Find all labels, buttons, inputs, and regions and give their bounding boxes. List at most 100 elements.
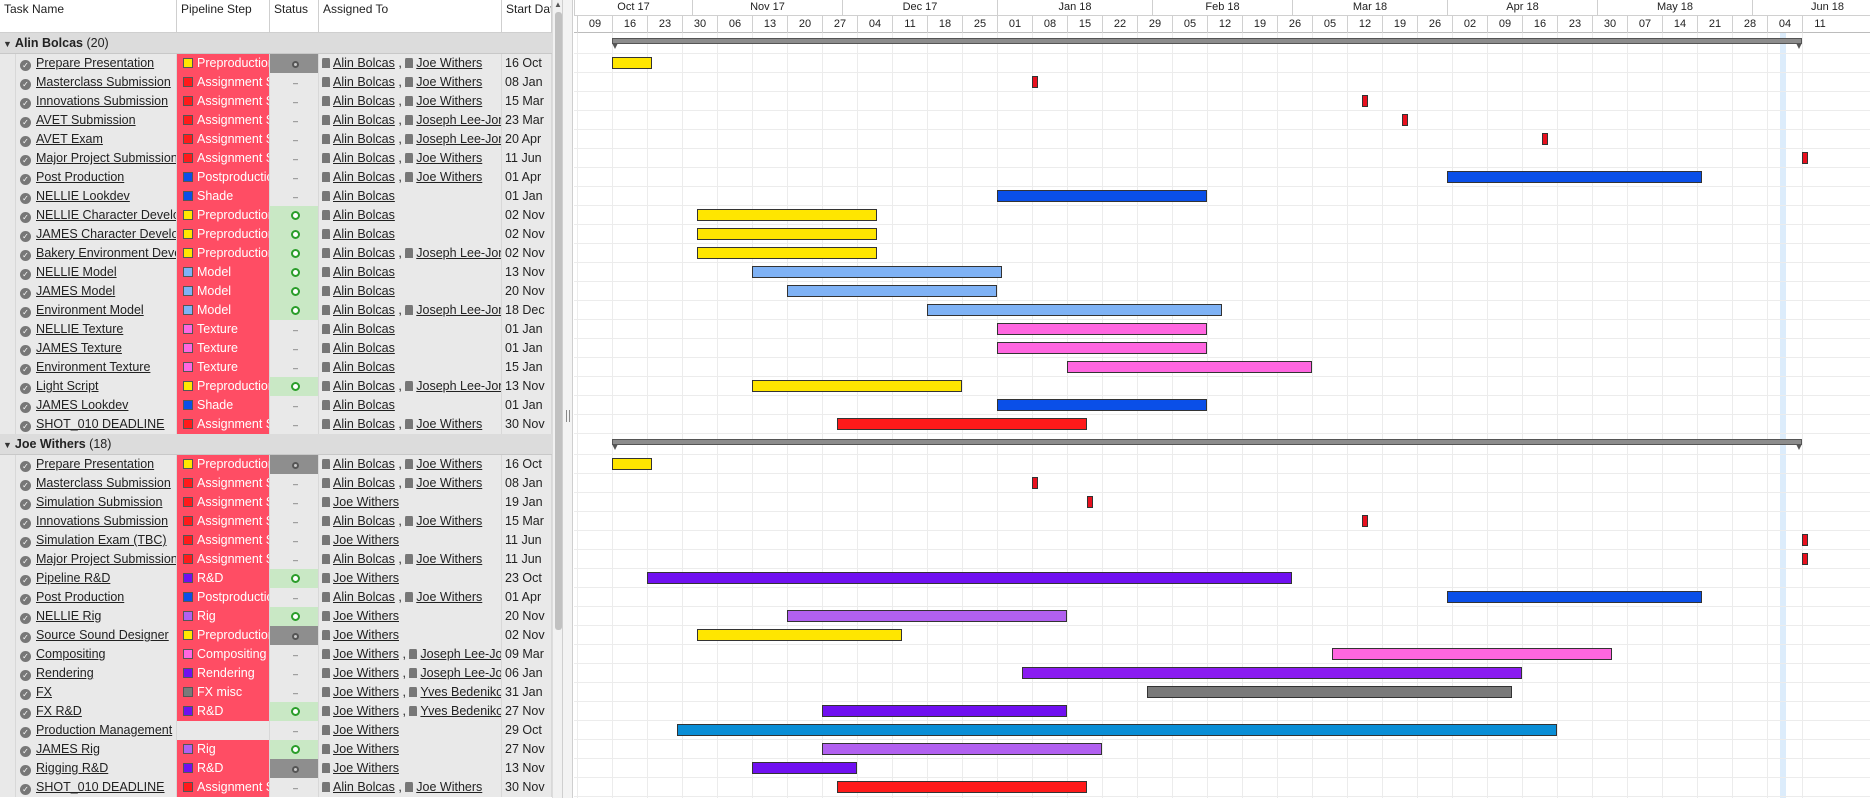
- assigned-to-cell[interactable]: Alin Bolcas , Joseph Lee-Jones: [319, 111, 502, 130]
- pipeline-step-cell[interactable]: Postproduction: [177, 168, 270, 187]
- status-cell[interactable]: [270, 282, 319, 301]
- status-cell[interactable]: –: [270, 339, 319, 358]
- start-date-cell[interactable]: 02 Nov: [502, 244, 552, 263]
- start-date-cell[interactable]: 01 Apr: [502, 168, 552, 187]
- task-name-cell[interactable]: ✓Environment Texture: [16, 358, 177, 377]
- task-check-icon[interactable]: ✓: [20, 651, 31, 662]
- scroll-up-arrow-icon[interactable]: ▲: [554, 0, 562, 9]
- task-bar[interactable]: [1032, 477, 1038, 489]
- task-name-cell[interactable]: ✓JAMES Character Development: [16, 225, 177, 244]
- pipeline-step-cell[interactable]: Shade: [177, 187, 270, 206]
- start-date-cell[interactable]: 23 Oct: [502, 569, 552, 588]
- status-cell[interactable]: –: [270, 396, 319, 415]
- status-cell[interactable]: –: [270, 73, 319, 92]
- assignee-link[interactable]: Alin Bolcas: [333, 246, 395, 260]
- task-bar[interactable]: [997, 399, 1207, 411]
- assignee-link[interactable]: Joe Withers: [333, 609, 399, 623]
- task-name-link[interactable]: Innovations Submission: [36, 94, 169, 108]
- task-name-cell[interactable]: ✓NELLIE Model: [16, 263, 177, 282]
- task-name-link[interactable]: Prepare Presentation: [36, 457, 155, 471]
- group-header[interactable]: ▼Alin Bolcas (20): [0, 33, 562, 54]
- status-cell[interactable]: –: [270, 92, 319, 111]
- status-cell[interactable]: –: [270, 512, 319, 531]
- task-name-cell[interactable]: ✓JAMES Rig: [16, 740, 177, 759]
- task-name-cell[interactable]: ✓Prepare Presentation: [16, 54, 177, 73]
- pipeline-step-cell[interactable]: Rig: [177, 607, 270, 626]
- assigned-to-cell[interactable]: Alin Bolcas , Joe Withers: [319, 415, 502, 434]
- pipeline-step-cell[interactable]: Assignment Submission: [177, 415, 270, 434]
- task-bar[interactable]: [1067, 361, 1312, 373]
- task-name-cell[interactable]: ✓Production Management: [16, 721, 177, 740]
- status-cell[interactable]: [270, 377, 319, 396]
- status-cell[interactable]: [270, 244, 319, 263]
- assigned-to-cell[interactable]: Joe Withers: [319, 493, 502, 512]
- task-check-icon[interactable]: ✓: [20, 670, 31, 681]
- assignee-link[interactable]: Alin Bolcas: [333, 75, 395, 89]
- assignee-link[interactable]: Joe Withers: [416, 151, 483, 165]
- task-name-cell[interactable]: ✓Source Sound Designer: [16, 626, 177, 645]
- task-bar[interactable]: [1332, 648, 1612, 660]
- table-row[interactable]: ✓Post ProductionPostproduction–Alin Bolc…: [0, 168, 562, 187]
- pipeline-step-cell[interactable]: Assignment Submission: [177, 493, 270, 512]
- task-name-cell[interactable]: ✓Environment Model: [16, 301, 177, 320]
- assignee-link[interactable]: Joe Withers: [416, 590, 483, 604]
- assigned-to-cell[interactable]: Alin Bolcas , Joseph Lee-Jones: [319, 244, 502, 263]
- task-bar[interactable]: [1447, 591, 1702, 603]
- task-check-icon[interactable]: ✓: [20, 250, 31, 261]
- assigned-to-cell[interactable]: Joe Withers: [319, 759, 502, 778]
- task-name-cell[interactable]: ✓Compositing: [16, 645, 177, 664]
- assignee-link[interactable]: Joe Withers: [416, 75, 483, 89]
- start-date-cell[interactable]: 13 Nov: [502, 263, 552, 282]
- assigned-to-cell[interactable]: Alin Bolcas: [319, 358, 502, 377]
- status-cell[interactable]: –: [270, 645, 319, 664]
- assigned-to-cell[interactable]: Alin Bolcas: [319, 320, 502, 339]
- task-name-link[interactable]: Simulation Submission: [36, 495, 163, 509]
- status-cell[interactable]: [270, 301, 319, 320]
- task-name-link[interactable]: FX R&D: [36, 704, 82, 718]
- task-name-link[interactable]: Simulation Exam (TBC): [36, 533, 167, 547]
- column-header-start-date[interactable]: Start Date: [502, 0, 552, 33]
- task-name-cell[interactable]: ✓Post Production: [16, 168, 177, 187]
- status-cell[interactable]: –: [270, 778, 319, 797]
- pipeline-step-cell[interactable]: Assignment Submission: [177, 92, 270, 111]
- task-bar[interactable]: [1542, 133, 1548, 145]
- assigned-to-cell[interactable]: Joe Withers: [319, 569, 502, 588]
- assigned-to-cell[interactable]: Alin Bolcas , Joe Withers: [319, 455, 502, 474]
- assigned-to-cell[interactable]: Alin Bolcas , Joe Withers: [319, 550, 502, 569]
- assignee-link[interactable]: Alin Bolcas: [333, 398, 395, 412]
- task-name-cell[interactable]: ✓Innovations Submission: [16, 92, 177, 111]
- task-check-icon[interactable]: ✓: [20, 288, 31, 299]
- assignee-link[interactable]: Joe Withers: [333, 704, 399, 718]
- pipeline-step-cell[interactable]: Preproduction: [177, 455, 270, 474]
- task-check-icon[interactable]: ✓: [20, 784, 31, 795]
- assigned-to-cell[interactable]: Joe Withers: [319, 740, 502, 759]
- status-cell[interactable]: –: [270, 493, 319, 512]
- start-date-cell[interactable]: 11 Jun: [502, 531, 552, 550]
- assignee-link[interactable]: Joseph Lee-Jones: [420, 647, 502, 661]
- task-check-icon[interactable]: ✓: [20, 117, 31, 128]
- start-date-cell[interactable]: 13 Nov: [502, 759, 552, 778]
- task-name-link[interactable]: SHOT_010 DEADLINE: [36, 780, 165, 794]
- task-check-icon[interactable]: ✓: [20, 326, 31, 337]
- task-bar[interactable]: [752, 762, 857, 774]
- task-bar[interactable]: [1362, 515, 1368, 527]
- task-name-cell[interactable]: ✓ Rendering: [16, 664, 177, 683]
- status-cell[interactable]: –: [270, 415, 319, 434]
- task-name-cell[interactable]: ✓NELLIE Character Development: [16, 206, 177, 225]
- pipeline-step-cell[interactable]: Assignment Submission: [177, 778, 270, 797]
- assignee-link[interactable]: Joe Withers: [416, 170, 483, 184]
- task-name-cell[interactable]: ✓AVET Submission: [16, 111, 177, 130]
- assigned-to-cell[interactable]: Alin Bolcas , Joe Withers: [319, 92, 502, 111]
- assignee-link[interactable]: Alin Bolcas: [333, 322, 395, 336]
- assigned-to-cell[interactable]: Alin Bolcas , Joe Withers: [319, 54, 502, 73]
- column-header-status[interactable]: Status: [270, 0, 319, 33]
- status-cell[interactable]: –: [270, 320, 319, 339]
- assigned-to-cell[interactable]: Alin Bolcas , Joseph Lee-Jones: [319, 301, 502, 320]
- status-cell[interactable]: –: [270, 187, 319, 206]
- task-name-link[interactable]: Rendering: [36, 666, 94, 680]
- assigned-to-cell[interactable]: Alin Bolcas , Joe Withers: [319, 149, 502, 168]
